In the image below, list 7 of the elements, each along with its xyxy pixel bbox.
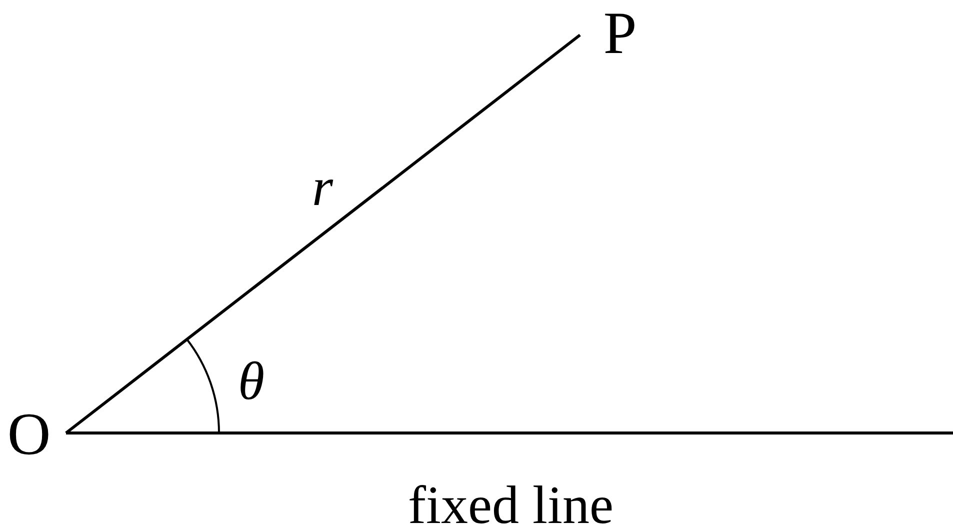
- point-label: O: [0, 405, 58, 463]
- fixed-line: [66, 432, 953, 434]
- angle-label: θ: [238, 354, 265, 408]
- radius-line: [65, 34, 581, 434]
- edge-label: fixed line: [408, 478, 614, 530]
- point-label: P: [598, 4, 642, 62]
- edge-label: r: [312, 160, 334, 214]
